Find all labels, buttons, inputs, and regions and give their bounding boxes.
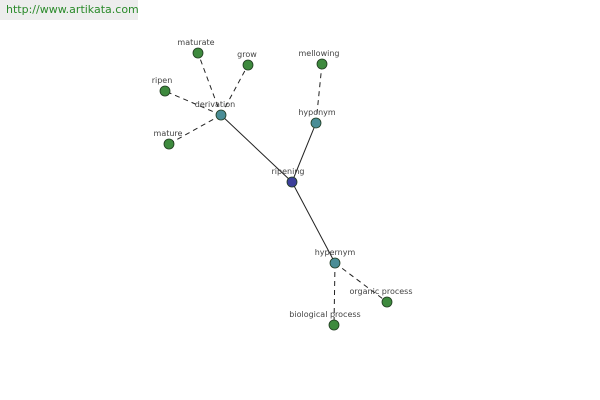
node-hypernym[interactable] xyxy=(329,257,341,269)
node-label-hypernym[interactable]: hypernym xyxy=(315,248,356,257)
nodes-layer xyxy=(159,47,393,331)
edge-derivation-to-ripen xyxy=(164,90,222,116)
node-label-mellowing[interactable]: mellowing xyxy=(299,49,340,58)
node-label-grow[interactable]: grow xyxy=(237,50,257,59)
node-label-hyponym[interactable]: hyponym xyxy=(298,108,336,117)
edge-ripening-to-hypernym xyxy=(291,181,336,264)
edge-ripening-to-hyponym xyxy=(291,122,317,183)
node-derivation[interactable] xyxy=(215,109,227,121)
edge-hypernym-to-organic-process xyxy=(334,262,388,303)
edge-hypernym-to-biological-process xyxy=(333,262,336,326)
edges-layer xyxy=(164,52,388,326)
node-label-ripening[interactable]: ripening xyxy=(272,167,305,176)
edge-hyponym-to-mellowing xyxy=(315,63,323,124)
node-maturate[interactable] xyxy=(192,47,204,59)
node-biological-process[interactable] xyxy=(328,319,340,331)
node-label-derivation[interactable]: derivation xyxy=(195,100,235,109)
node-label-organic-process[interactable]: organic process xyxy=(350,287,413,296)
node-organic-process[interactable] xyxy=(381,296,393,308)
node-label-biological-process[interactable]: biological process xyxy=(289,310,360,319)
edge-derivation-to-mature xyxy=(168,114,222,145)
node-label-maturate[interactable]: maturate xyxy=(177,38,214,47)
node-ripening[interactable] xyxy=(286,176,298,188)
edge-derivation-to-grow xyxy=(220,64,249,116)
labels-layer: ripening derivation hyponym hypernym maturat… xyxy=(152,38,413,319)
node-label-ripen[interactable]: ripen xyxy=(152,76,173,85)
node-ripen[interactable] xyxy=(159,85,171,97)
node-grow[interactable] xyxy=(242,59,254,71)
edge-derivation-to-maturate xyxy=(197,52,222,116)
source-url-banner[interactable]: http://www.artikata.com xyxy=(0,0,139,20)
node-label-mature[interactable]: mature xyxy=(154,129,183,138)
edge-ripening-to-derivation xyxy=(220,114,293,183)
node-mellowing[interactable] xyxy=(316,58,328,70)
node-hyponym[interactable] xyxy=(310,117,322,129)
node-mature[interactable] xyxy=(163,138,175,150)
